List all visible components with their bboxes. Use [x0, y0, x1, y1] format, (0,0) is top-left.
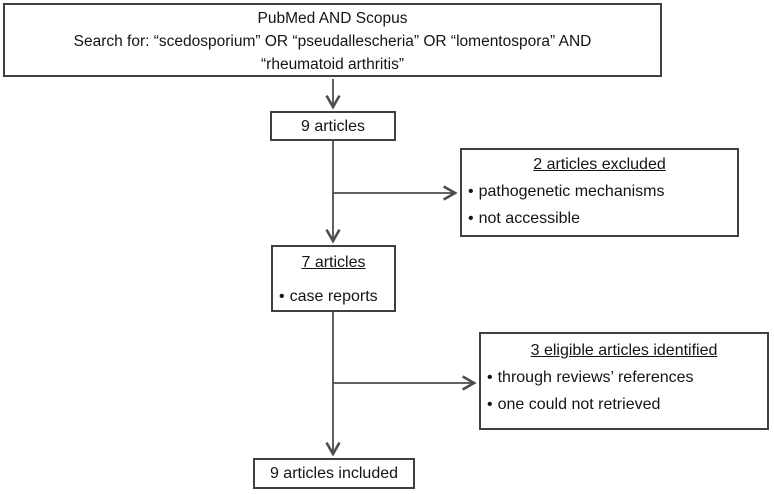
search-line-databases: PubMed AND Scopus: [257, 10, 408, 27]
excluded-title: 2 articles excluded: [533, 156, 666, 173]
list-item: one could not retrieved: [487, 391, 761, 418]
list-item: not accessible: [468, 205, 731, 232]
bullet-icon: [279, 283, 285, 310]
search-line-terms-2: “rheumatoid arthritis”: [261, 56, 404, 73]
bullet-icon: [468, 178, 474, 205]
screened-title: 7 articles: [301, 254, 366, 271]
bullet-icon: [487, 391, 493, 418]
list-item: through reviews’ references: [487, 364, 761, 391]
eligible-note-1: through reviews’ references: [497, 369, 694, 386]
list-item: case reports: [279, 283, 388, 310]
search-line-terms: Search for: “scedosporium” OR “pseudalle…: [73, 33, 592, 50]
box-articles-screened: 7 articles case reports: [271, 245, 396, 312]
excluded-reason-2: not accessible: [478, 210, 580, 227]
bullet-icon: [487, 364, 493, 391]
list-item: pathogenetic mechanisms: [468, 178, 731, 205]
box-articles-included: 9 articles included: [253, 458, 415, 489]
box-search-query: PubMed AND Scopus Search for: “scedospor…: [3, 3, 662, 77]
box-results-count: 9 articles: [270, 111, 396, 141]
results-count-label: 9 articles: [300, 117, 366, 135]
box-eligible-articles: 3 eligible articles identified through r…: [479, 332, 769, 430]
bullet-icon: [468, 205, 474, 232]
included-count-label: 9 articles included: [269, 465, 399, 482]
eligible-title: 3 eligible articles identified: [530, 342, 718, 359]
screened-note-1: case reports: [289, 288, 378, 305]
box-articles-excluded: 2 articles excluded pathogenetic mechani…: [460, 148, 739, 237]
excluded-reason-1: pathogenetic mechanisms: [478, 183, 665, 200]
eligible-note-2: one could not retrieved: [497, 396, 661, 413]
